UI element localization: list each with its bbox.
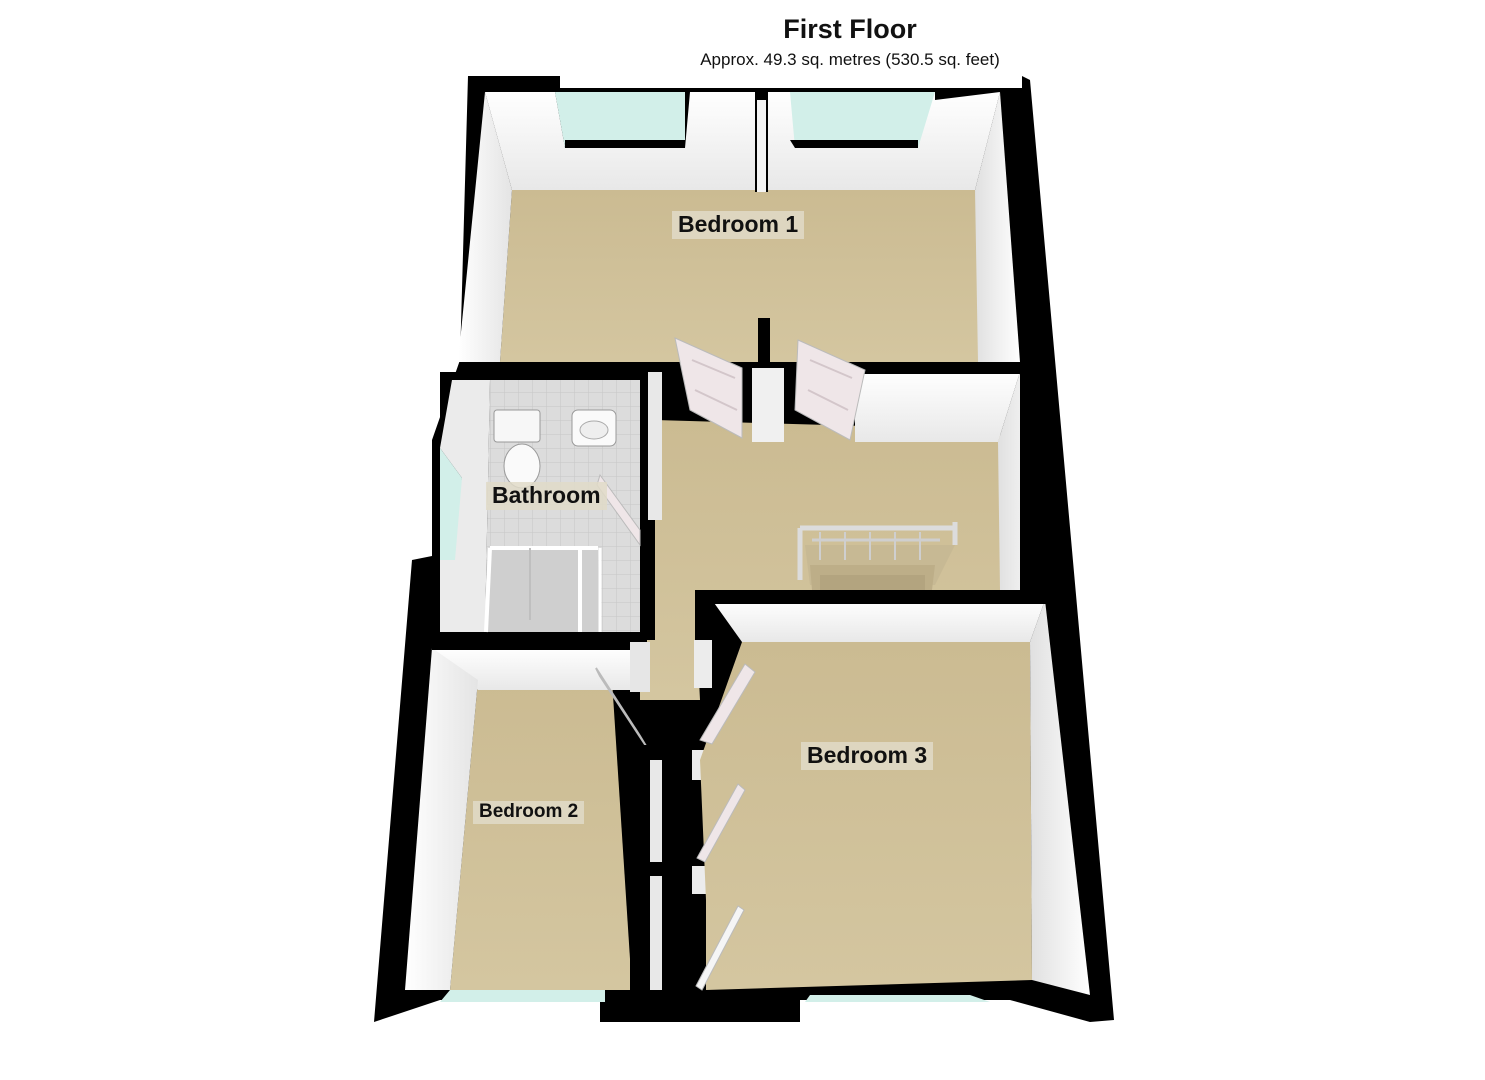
bedroom-3-floor xyxy=(700,642,1032,990)
bedroom-3-right-wall xyxy=(1030,600,1090,995)
toilet-cistern xyxy=(493,409,541,443)
window-bedroom-1-right xyxy=(790,92,935,148)
window-bedroom-3 xyxy=(805,995,990,1002)
bedroom-3-label: Bedroom 3 xyxy=(801,742,934,770)
bedroom-1-right-wall xyxy=(975,92,1020,362)
window-bedroom-1-left xyxy=(555,92,685,148)
door-bathroom xyxy=(596,473,641,547)
staircase xyxy=(797,522,958,590)
bedroom-3-area xyxy=(694,590,1090,1002)
door-cupboard-1 xyxy=(696,783,746,863)
bedroom-1-floor xyxy=(500,190,1000,362)
door-bedroom-1-right xyxy=(794,339,866,441)
window-bathroom xyxy=(440,448,462,560)
bedroom-1-label: Bedroom 1 xyxy=(672,211,805,239)
bathroom-label: Bathroom xyxy=(486,482,607,510)
bedroom-1-area xyxy=(458,88,1020,362)
door-cupboard-2 xyxy=(695,905,745,991)
bedroom-1-left-wall xyxy=(458,92,512,362)
window-bedroom-2 xyxy=(440,990,605,1002)
bedroom-2-label: Bedroom 2 xyxy=(473,801,585,824)
shower-enclosure xyxy=(484,546,602,633)
door-bedroom-3 xyxy=(699,663,756,745)
floor-title: First Floor xyxy=(783,14,917,44)
bedroom-2-left-wall xyxy=(405,648,478,990)
floor-area: Approx. 49.3 sq. metres (530.5 sq. feet) xyxy=(700,50,1000,69)
bedroom-2-area xyxy=(405,636,650,1002)
bedroom-2-floor xyxy=(450,680,632,990)
door-bedroom-1-left xyxy=(674,337,743,439)
